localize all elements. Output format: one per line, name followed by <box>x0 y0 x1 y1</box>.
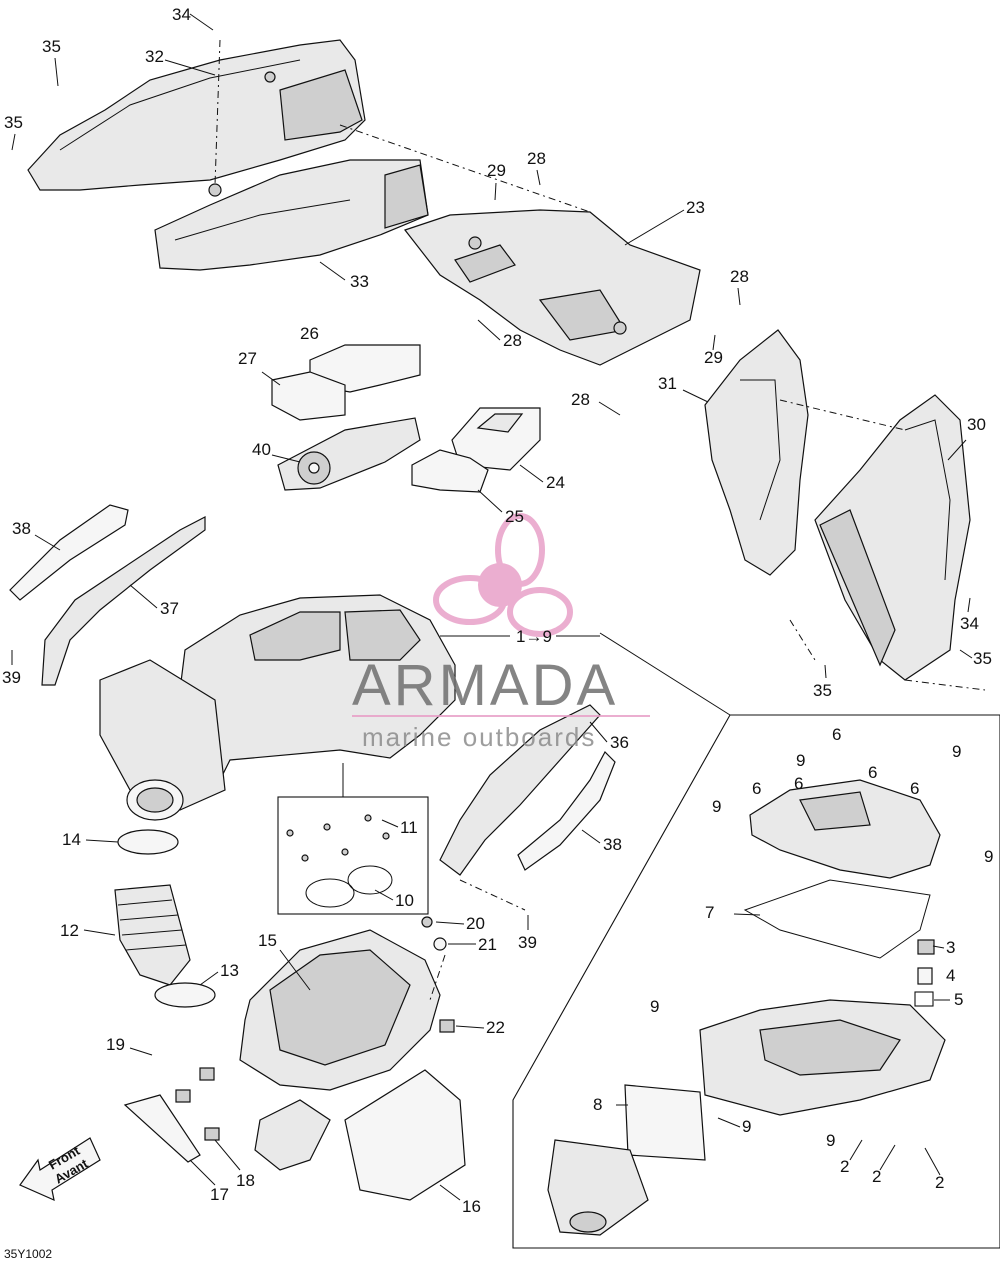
callout-2: 2 <box>872 1167 881 1186</box>
callout-9: 9 <box>984 847 993 866</box>
callout-4: 4 <box>946 966 955 985</box>
callout-39: 39 <box>518 933 537 952</box>
callout-37: 37 <box>160 599 179 618</box>
callout-38: 38 <box>603 835 622 854</box>
callout-9: 9 <box>952 742 961 761</box>
callout-33: 33 <box>350 272 369 291</box>
callout-6: 6 <box>910 779 919 798</box>
callout-26: 26 <box>300 324 319 343</box>
part-38-seal-strip <box>9 504 129 601</box>
part-40-vent-plate <box>277 417 421 491</box>
callout-35: 35 <box>973 649 992 668</box>
callout-28: 28 <box>503 331 522 350</box>
part-14-clamp <box>117 829 179 855</box>
callout-5: 5 <box>954 990 963 1009</box>
callout-9: 9 <box>650 997 659 1016</box>
callout-24: 24 <box>546 473 565 492</box>
callout-12: 12 <box>60 921 79 940</box>
part-38-seal-strip-right <box>517 751 616 871</box>
part-31-side-panel <box>704 329 809 576</box>
callout-32: 32 <box>145 47 164 66</box>
callout-14: 14 <box>62 830 81 849</box>
callout-36: 36 <box>610 733 629 752</box>
callout-6: 6 <box>752 779 761 798</box>
manifold-detail-inset <box>512 632 1000 1249</box>
callout-19: 19 <box>106 1035 125 1054</box>
callout-22: 22 <box>486 1018 505 1037</box>
callout-40: 40 <box>252 440 271 459</box>
callout-35: 35 <box>4 113 23 132</box>
callout-11: 11 <box>400 818 418 837</box>
part-15-air-box <box>239 929 441 1171</box>
callout-28: 28 <box>571 390 590 409</box>
part-33-lower-cover <box>154 159 429 271</box>
callout-25: 25 <box>505 507 524 526</box>
callout-9: 9 <box>742 1117 751 1136</box>
parts-10-11-kit-box <box>277 796 429 915</box>
part-12-hose <box>114 884 191 986</box>
part-30-side-cover <box>814 394 971 681</box>
callout-9: 9 <box>796 751 805 770</box>
diagram-code: 35Y1002 <box>4 1247 52 1261</box>
callout-labels: 34 35 32 35 33 29 28 23 28 28 29 26 27 2… <box>2 5 993 1216</box>
callout-6: 6 <box>832 725 841 744</box>
callout-6: 6 <box>794 774 803 793</box>
callout-2: 2 <box>840 1157 849 1176</box>
part-27-foam-block <box>271 371 346 421</box>
callout-13: 13 <box>220 961 239 980</box>
callout-1-to-9: 1→9 <box>516 627 552 646</box>
callout-leaders <box>11 13 973 1201</box>
part-20-21-22-small-hardware <box>421 916 455 1033</box>
armada-watermark: ARMADA marine outboards <box>352 513 650 752</box>
part-17-mounting-plate <box>123 1094 201 1163</box>
part-23-bracket-tray <box>404 209 701 366</box>
callout-35: 35 <box>42 37 61 56</box>
callout-34: 34 <box>172 5 191 24</box>
watermark-tagline: marine outboards <box>362 722 596 752</box>
callout-3: 3 <box>946 938 955 957</box>
callout-28: 28 <box>730 267 749 286</box>
part-24-foam-frame <box>451 407 541 471</box>
callout-28: 28 <box>527 149 546 168</box>
part-18-grommets <box>175 1067 220 1141</box>
callout-17: 17 <box>210 1185 229 1204</box>
callout-21: 21 <box>478 935 497 954</box>
part-32-upper-cover <box>27 39 366 197</box>
intake-manifold-assembly <box>99 594 456 821</box>
callout-7: 7 <box>705 903 714 922</box>
part-37-bracket <box>41 516 206 686</box>
callout-23: 23 <box>686 198 705 217</box>
part-25-foam-pad <box>411 449 489 493</box>
callout-29: 29 <box>487 161 506 180</box>
callout-39: 39 <box>2 668 21 687</box>
callout-2: 2 <box>935 1173 944 1192</box>
callout-9: 9 <box>826 1131 835 1150</box>
callout-9: 9 <box>712 797 721 816</box>
callout-8: 8 <box>593 1095 602 1114</box>
callout-31: 31 <box>658 374 677 393</box>
propeller-logo-icon <box>433 513 573 637</box>
callout-27: 27 <box>238 349 257 368</box>
callout-20: 20 <box>466 914 485 933</box>
callout-29: 29 <box>704 348 723 367</box>
callout-15: 15 <box>258 931 277 950</box>
callout-38: 38 <box>12 519 31 538</box>
front-direction-arrow: Front Avant <box>19 1137 101 1202</box>
callout-10: 10 <box>395 891 414 910</box>
callout-16: 16 <box>462 1197 481 1216</box>
assembly-leader-lines <box>214 39 986 1001</box>
callout-30: 30 <box>967 415 986 434</box>
callout-6: 6 <box>868 763 877 782</box>
part-13-clamp <box>154 982 216 1008</box>
callout-18: 18 <box>236 1171 255 1190</box>
callout-34: 34 <box>960 614 979 633</box>
watermark-brand: ARMADA <box>352 653 618 718</box>
callout-35: 35 <box>813 681 832 700</box>
part-16-filter-element <box>344 1069 466 1201</box>
